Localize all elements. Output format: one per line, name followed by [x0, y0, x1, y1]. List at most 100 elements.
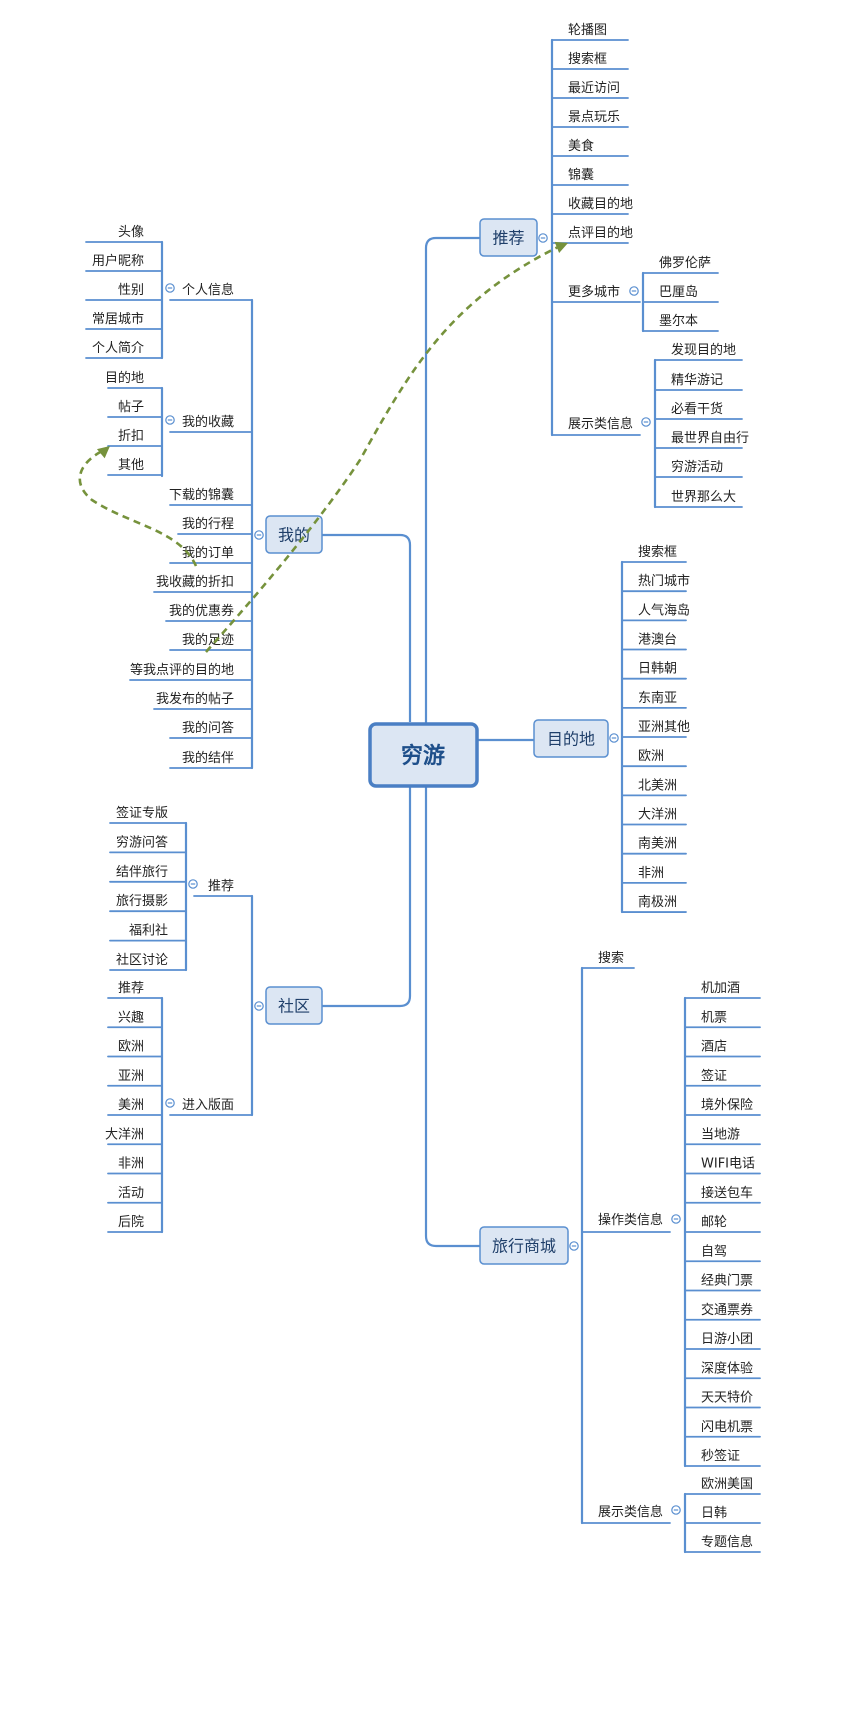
my-item: 我的优惠券 [169, 603, 234, 619]
shop-display-item: 日韩 [701, 1506, 727, 1521]
operation-item: 酒店 [701, 1040, 727, 1055]
topic-label: 我的 [278, 526, 310, 545]
topic-box [265, 986, 323, 1025]
personal-info-collapse-icon[interactable] [165, 283, 175, 293]
display-item: 穷游活动 [671, 459, 723, 475]
destination-item: 大洋洲 [638, 808, 677, 823]
my-item: 我的订单 [182, 545, 234, 561]
city-item: 佛罗伦萨 [659, 256, 711, 271]
more-cities-collapse-icon[interactable] [629, 286, 639, 296]
central-topic[interactable]: 穷游 [368, 722, 479, 788]
community-item: 福利社 [129, 923, 168, 939]
my-item: 我的结伴 [182, 750, 234, 766]
community-item: 社区讨论 [116, 952, 168, 968]
operation-item: 签证 [701, 1068, 727, 1084]
board-item: 美洲 [118, 1098, 144, 1113]
operation-item: 闪电机票 [701, 1420, 753, 1435]
central-topic-box [368, 722, 479, 788]
operation-item: 天天特价 [701, 1391, 753, 1406]
branch-mudidi[interactable]: 目的地 [533, 719, 609, 758]
community-item: 签证专版 [116, 805, 168, 821]
branch-tuijian[interactable]: 推荐 [479, 218, 538, 257]
personal-info-item: 用户昵称 [92, 253, 144, 269]
my-item: 我收藏的折扣 [156, 574, 234, 590]
board-item: 兴趣 [118, 1010, 144, 1025]
operation-item: 经典门票 [701, 1274, 753, 1289]
personal-info-item: 头像 [118, 225, 144, 240]
tuijian-item: 锦囊 [568, 167, 594, 183]
search-item: 搜索 [598, 951, 624, 966]
arrowhead-icon [96, 446, 110, 459]
destination-item: 日韩朝 [638, 662, 677, 677]
display-item: 必看干货 [671, 401, 723, 417]
city-item: 巴厘岛 [659, 284, 698, 300]
tuijian-item: 景点玩乐 [568, 110, 620, 125]
relationship-arrow-order-to-discount [78, 446, 198, 567]
shop-display-collapse-icon[interactable] [671, 1505, 681, 1515]
shop-display-item: 专题信息 [701, 1534, 753, 1550]
community-item: 旅行摄影 [116, 894, 168, 909]
tuijian-item: 点评目的地 [568, 225, 633, 241]
branch-shequ[interactable]: 社区 [265, 986, 323, 1025]
operation-item: 接送包车 [701, 1185, 753, 1201]
operation-item: 当地游 [701, 1127, 740, 1142]
favorites-item: 其他 [118, 458, 144, 473]
branch-shangcheng[interactable]: 旅行商城 [479, 1226, 569, 1265]
topic-label: 旅行商城 [492, 1237, 556, 1256]
topic-box [479, 218, 538, 257]
operation-item: 秒签证 [701, 1448, 740, 1464]
operation-item: 自驾 [701, 1244, 727, 1259]
board-entry-collapse-icon[interactable] [165, 1098, 175, 1108]
board-item: 非洲 [118, 1157, 144, 1172]
topic-label: 社区 [278, 997, 310, 1016]
relationship-line [78, 448, 198, 567]
shop-display-item: 欧洲美国 [701, 1477, 753, 1492]
my-favorites-label: 我的收藏 [182, 414, 234, 430]
community-recommend-collapse-icon[interactable] [188, 879, 198, 889]
board-item: 亚洲 [118, 1069, 144, 1084]
operation-item: 邮轮 [701, 1215, 727, 1230]
trunk-to-shequ [322, 787, 412, 1008]
shangcheng-collapse-icon[interactable] [569, 1241, 579, 1251]
destination-item: 热门城市 [638, 573, 690, 589]
my-item: 我的行程 [182, 516, 234, 532]
operation-item: 深度体验 [701, 1360, 753, 1376]
topic-box [533, 719, 609, 758]
favorites-item: 折扣 [118, 429, 144, 444]
display-info-collapse-icon[interactable] [641, 417, 651, 427]
display-item: 精华游记 [671, 373, 723, 388]
more-cities-label: 更多城市 [568, 284, 620, 300]
operation-info-collapse-icon[interactable] [671, 1214, 681, 1224]
destination-item: 欧洲 [638, 749, 664, 764]
city-item: 墨尔本 [659, 314, 698, 329]
arrowhead-icon [554, 241, 568, 254]
destination-item: 亚洲其他 [638, 720, 690, 735]
board-item: 后院 [118, 1215, 144, 1230]
personal-info-item: 个人简介 [92, 340, 144, 356]
tuijian-item: 收藏目的地 [568, 196, 633, 212]
destination-item: 人气海岛 [638, 602, 690, 618]
operation-item: 境外保险 [701, 1098, 753, 1113]
destination-item: 非洲 [638, 866, 664, 881]
my-item: 我的问答 [182, 720, 234, 736]
my-favorites-collapse-icon[interactable] [165, 415, 175, 425]
my-item: 下载的锦囊 [169, 487, 234, 503]
shequ-collapse-icon[interactable] [254, 1001, 264, 1011]
board-item: 活动 [118, 1186, 144, 1201]
destination-item: 东南亚 [638, 690, 677, 706]
mudidi-collapse-icon[interactable] [609, 733, 619, 743]
wode-collapse-icon[interactable] [254, 530, 264, 540]
operation-item: WIFI电话 [701, 1157, 755, 1172]
tuijian-item: 美食 [568, 138, 594, 154]
tuijian-collapse-icon[interactable] [538, 233, 548, 243]
tuijian-item: 最近访问 [568, 81, 620, 96]
display-info-label: 展示类信息 [568, 416, 633, 432]
community-item: 结伴旅行 [116, 865, 168, 880]
destination-item: 港澳台 [638, 632, 677, 648]
board-item: 欧洲 [118, 1040, 144, 1055]
trunk-to-tuijian [424, 236, 480, 724]
destination-item: 搜索框 [638, 545, 677, 560]
display-item: 世界那么大 [671, 490, 736, 505]
operation-item: 日游小团 [701, 1332, 753, 1347]
operation-info-label: 操作类信息 [598, 1212, 663, 1228]
